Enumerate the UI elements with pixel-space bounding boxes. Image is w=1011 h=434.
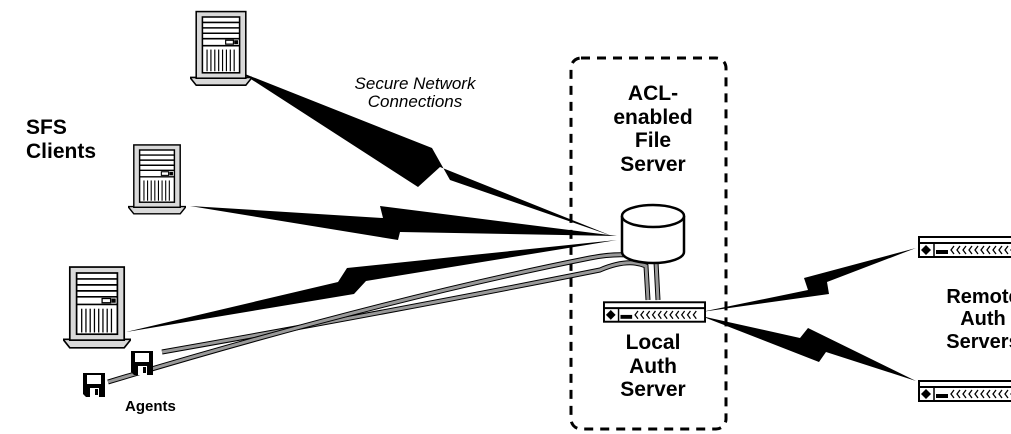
remote2-network-link — [701, 316, 916, 381]
client-server-tower-icon — [128, 144, 186, 215]
remote-auth-rack-server-icon — [918, 236, 1011, 258]
sfs-clients-label: SFS Clients — [26, 116, 97, 163]
secure-network-connections — [126, 72, 916, 381]
agent-floppy-disk-icon — [83, 373, 105, 397]
client2-network-link — [190, 206, 617, 240]
remote1-network-link — [701, 248, 916, 312]
database-cylinder-icon — [620, 203, 686, 265]
agents-label: Agents — [125, 398, 176, 415]
client-server-tower-icon — [63, 266, 131, 349]
remote-auth-rack-server-icon — [918, 380, 1011, 402]
agent-floppy-disk-icon — [131, 351, 153, 375]
remote-auth-servers-label: Remote Auth Servers — [946, 286, 1011, 353]
local-auth-server-label: Local Auth Server — [620, 331, 686, 402]
client1-network-link — [240, 72, 612, 236]
client-server-tower-icon — [190, 10, 252, 87]
file-server-boundary — [569, 56, 728, 431]
local-auth-rack-server-icon — [603, 301, 706, 323]
file-server-label: ACL- enabled File Server — [613, 82, 693, 176]
secure-network-label: Secure Network Connections — [354, 74, 476, 112]
client3-network-link — [126, 240, 617, 332]
